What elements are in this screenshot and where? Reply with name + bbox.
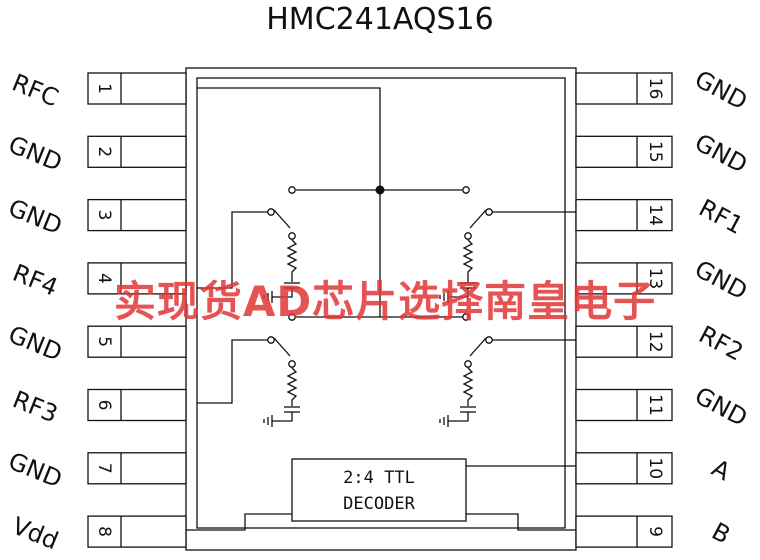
switch-node (267, 208, 275, 216)
switch-node (288, 232, 296, 240)
shunt-resistor (462, 239, 474, 282)
shunt-resistor (286, 367, 298, 406)
pin-label: Vdd (8, 512, 62, 556)
pin-number: 11 (645, 394, 665, 416)
pin-label: GND (690, 65, 752, 116)
pin-label: A (707, 454, 735, 487)
ground-lead (448, 288, 469, 298)
decoder-label-line1: 2:4 TTL (343, 468, 415, 488)
pin-lead (87, 388, 187, 422)
ground-lead (272, 288, 293, 298)
rf3-trace (197, 339, 268, 404)
shunt-resistor (286, 239, 298, 282)
switch-node (267, 336, 275, 344)
pin-number: 15 (645, 141, 665, 163)
pin-lead (87, 72, 187, 105)
pin-lead (575, 325, 673, 358)
pin-number: 1 (94, 83, 114, 94)
decoder-label-line2: DECODER (343, 494, 415, 514)
pin-label: GND (4, 130, 66, 177)
pin-label: GND (690, 381, 752, 432)
switch-node (288, 313, 296, 321)
pin-lead (575, 198, 673, 232)
ground-lead (272, 412, 293, 422)
switch-node (464, 232, 472, 240)
switch-blade (469, 209, 487, 229)
pin-label: GND (4, 447, 66, 494)
package-inner-outline (196, 77, 566, 529)
pin-label: RFC (8, 69, 62, 113)
pin-number: 7 (94, 463, 114, 474)
pin-number: 13 (645, 268, 665, 290)
pin-lead (575, 452, 673, 485)
pin-lead (575, 72, 673, 105)
switch-blade (273, 337, 291, 357)
pin-lead (575, 262, 673, 295)
switch-blade (469, 337, 487, 357)
pin-number: 16 (645, 78, 665, 100)
shunt-resistor (462, 367, 474, 406)
switch-node (485, 336, 493, 344)
decoder-block (291, 458, 467, 522)
switch-node (288, 186, 296, 194)
pin-number: 9 (645, 526, 665, 537)
switch-node (288, 360, 296, 368)
pin-lead (87, 262, 187, 295)
pin-lead (575, 388, 673, 422)
ground-lead (448, 412, 469, 422)
pin-label: GND (4, 194, 66, 241)
pin-number: 3 (94, 210, 114, 221)
watermark-text: 实现货AD芯片选择南皇电子 (113, 277, 657, 326)
switch-blade (273, 209, 291, 229)
pin-lead (87, 198, 187, 232)
package-outline (185, 67, 577, 551)
pin-number: 14 (645, 204, 665, 226)
pin-lead (575, 515, 673, 548)
pin-lead (87, 325, 187, 358)
pin-label: RF3 (9, 385, 62, 428)
pin-number: 2 (94, 146, 114, 157)
pin-lead (87, 452, 187, 485)
pin-lead (87, 515, 187, 548)
rf4-trace (197, 211, 268, 289)
pin-number: 12 (645, 331, 665, 353)
pin-lead (575, 135, 673, 168)
switch-node (464, 360, 472, 368)
pin-number: 5 (94, 336, 114, 347)
control-b-trace (466, 513, 576, 531)
pin-number: 8 (94, 526, 114, 537)
pin-label: GND (690, 128, 752, 179)
switch-node (462, 313, 470, 321)
pin-number: 6 (94, 400, 114, 411)
pin-lead (87, 135, 187, 168)
vdd-trace (186, 513, 292, 531)
pin-number: 4 (94, 273, 114, 284)
rfc-trace (197, 87, 381, 190)
switch-node (462, 186, 470, 194)
chip-title: HMC241AQS16 (266, 2, 494, 37)
pin-label: RF1 (694, 194, 748, 240)
pin-label: B (707, 517, 735, 549)
switch-node (485, 208, 493, 216)
pin-number: 10 (645, 457, 665, 479)
